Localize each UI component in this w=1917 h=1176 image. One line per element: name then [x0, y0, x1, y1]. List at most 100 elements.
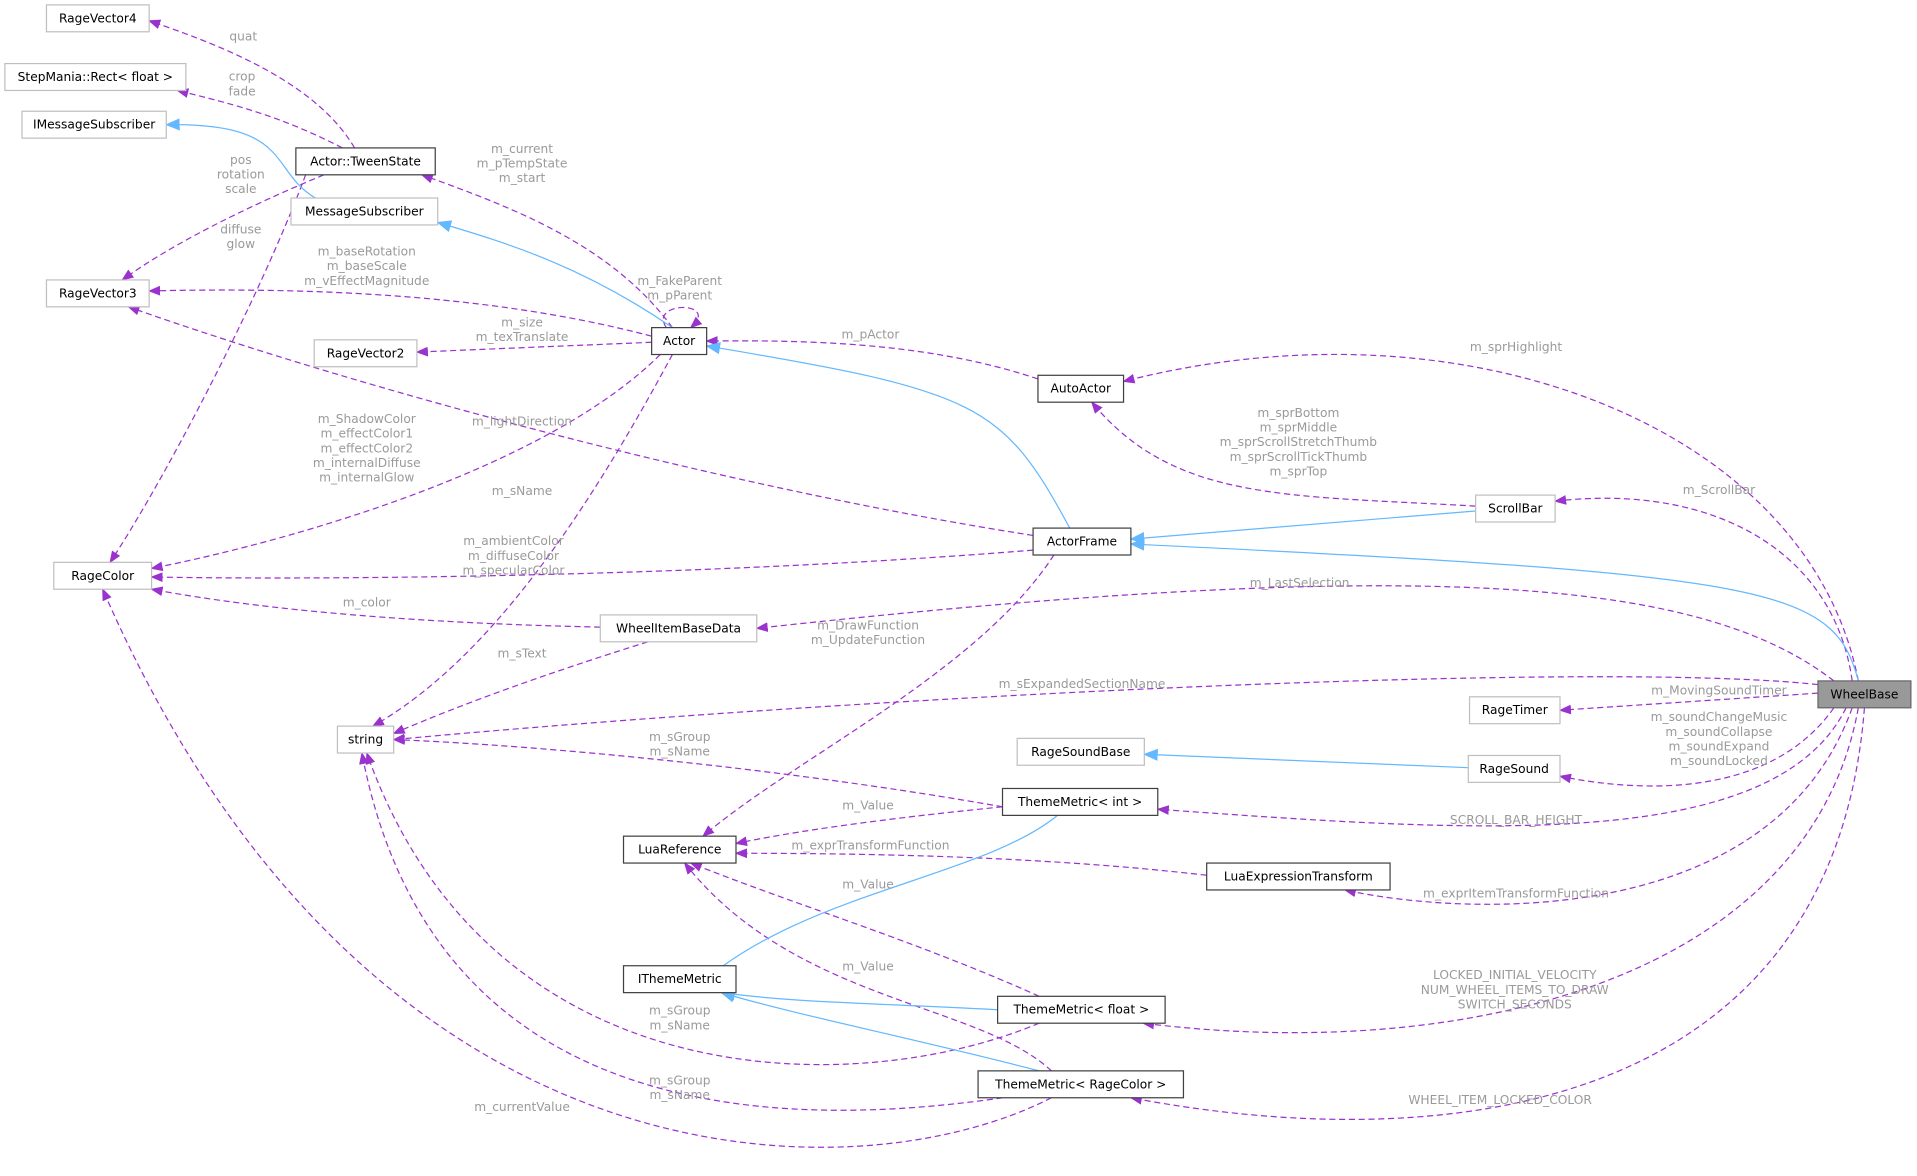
inheritance-edge: [689, 814, 1058, 994]
member-edge: [371, 354, 673, 727]
node-label: ActorFrame: [1047, 535, 1117, 549]
class-node-imessagesubscriber[interactable]: IMessageSubscriber: [21, 110, 167, 139]
class-node-wheelitembasedata[interactable]: WheelItemBaseData: [599, 614, 758, 643]
class-node-string[interactable]: string: [336, 725, 395, 754]
member-edge: [109, 174, 307, 564]
edge-label-line: m_sName: [650, 744, 710, 758]
node-box: [53, 561, 153, 590]
class-node-autoactor[interactable]: AutoActor: [1037, 374, 1125, 403]
edge-label-line: glow: [227, 237, 256, 251]
member-edge: [689, 862, 1040, 997]
class-node-thememetricfloat[interactable]: ThemeMetric< float >: [997, 995, 1166, 1024]
class-node-ragesound[interactable]: RageSound: [1467, 754, 1561, 783]
edge-label-exprItem: m_exprItemTransformFunction: [1423, 886, 1609, 900]
node-box: [622, 835, 737, 864]
member-edge: [392, 735, 1003, 808]
class-node-luareference[interactable]: LuaReference: [622, 835, 737, 864]
edge-label-lastSel: m_LastSelection: [1250, 576, 1350, 590]
member-edge: [683, 862, 1052, 1072]
class-node-tweenstate[interactable]: Actor::TweenState: [295, 147, 436, 176]
edge-label-expanded: m_sExpandedSectionName: [999, 677, 1166, 691]
class-node-scrollbar[interactable]: ScrollBar: [1475, 494, 1556, 523]
member-edge: [415, 341, 652, 357]
class-node-ragevector3[interactable]: RageVector3: [45, 279, 150, 308]
node-label: RageVector2: [327, 346, 405, 360]
inheritance-edge: [1129, 538, 1859, 682]
edge-label-valueColor: m_Value: [842, 960, 894, 974]
class-node-wheelbase[interactable]: WheelBase: [1817, 680, 1912, 709]
node-box: [295, 147, 436, 176]
class-node-rect[interactable]: StepMania::Rect< float >: [4, 62, 187, 92]
edge-label-lockedColor: WHEEL_ITEM_LOCKED_COLOR: [1408, 1093, 1592, 1107]
member-edge: [150, 549, 1034, 583]
node-label: AutoActor: [1050, 382, 1112, 396]
edge-label-exprTransform: m_exprTransformFunction: [791, 839, 949, 853]
class-node-ragesoundbase[interactable]: RageSoundBase: [1016, 737, 1145, 766]
class-node-thememetriccolor[interactable]: ThemeMetric< RageColor >: [977, 1070, 1185, 1099]
node-label: ThemeMetric< int >: [1017, 795, 1142, 809]
class-node-actorframe[interactable]: ActorFrame: [1032, 527, 1132, 556]
class-node-thememetricint[interactable]: ThemeMetric< int >: [1001, 787, 1159, 816]
node-box: [1206, 862, 1391, 891]
edge-label-quat: quat: [229, 29, 257, 43]
edge-label-sName: m_sName: [492, 484, 552, 498]
class-node-ragevector2[interactable]: RageVector2: [313, 339, 418, 368]
member-edge: [662, 306, 703, 329]
edge-label-line: m_sName: [650, 1018, 710, 1032]
node-label: RageTimer: [1482, 703, 1549, 717]
node-box: [4, 62, 187, 92]
edge-label-line: pos: [230, 153, 252, 167]
member-edge: [102, 588, 1052, 1148]
class-node-luaexpressiontransform[interactable]: LuaExpressionTransform: [1206, 862, 1391, 891]
edge-label-line: m_pParent: [647, 289, 712, 303]
edge-label-line: m_baseRotation: [318, 244, 416, 258]
node-box: [622, 965, 737, 994]
class-node-actor[interactable]: Actor: [651, 327, 708, 356]
class-node-ragevector4[interactable]: RageVector4: [45, 4, 150, 33]
class-node-messagesubscriber[interactable]: MessageSubscriber: [290, 197, 439, 226]
node-label: IMessageSubscriber: [33, 118, 156, 132]
edge-label-line: m_sprBottom: [1257, 406, 1339, 420]
edge-label-line: diffuse: [220, 222, 261, 236]
class-node-ragetimer[interactable]: RageTimer: [1468, 696, 1561, 725]
member-edge: [1122, 353, 1859, 682]
inheritance-edge: [720, 990, 1040, 1072]
edge-label-line: m_sGroup: [649, 1073, 711, 1087]
edge-label-sText: m_sText: [497, 647, 546, 661]
edge-label-line: m_Value: [842, 798, 894, 812]
member-edge: [150, 354, 661, 572]
node-box: [1032, 527, 1132, 556]
edge-label-line: SWITCH_SECONDS: [1458, 998, 1572, 1012]
edge-label-line: m_internalDiffuse: [313, 456, 421, 470]
member-edge: [734, 806, 1003, 847]
node-box: [1817, 680, 1912, 709]
node-box: [45, 4, 150, 33]
member-edge: [1090, 401, 1476, 507]
edge-label-line: m_exprItemTransformFunction: [1423, 886, 1609, 900]
node-box: [1001, 787, 1159, 816]
edge-label-line: m_FakeParent: [637, 274, 722, 288]
edge-label-line: m_sprMiddle: [1260, 421, 1338, 435]
node-box: [1016, 737, 1145, 766]
node-box: [997, 995, 1166, 1024]
node-box: [313, 339, 418, 368]
edge-label-pActor: m_pActor: [842, 328, 901, 342]
member-edge: [702, 554, 1055, 837]
edge-label-currentValue: m_currentValue: [474, 1100, 570, 1114]
class-node-ragecolor[interactable]: RageColor: [53, 561, 153, 590]
class-node-ithememetric[interactable]: IThemeMetric: [622, 965, 737, 994]
edge-label-line: m_sGroup: [649, 730, 711, 744]
edge-label-line: m_ShadowColor: [318, 412, 417, 426]
edge-label-valueInt: m_Value: [842, 798, 894, 812]
edge-label-line: m_color: [343, 595, 392, 609]
inheritance-edge: [705, 342, 1071, 529]
node-label: RageSoundBase: [1031, 745, 1130, 759]
